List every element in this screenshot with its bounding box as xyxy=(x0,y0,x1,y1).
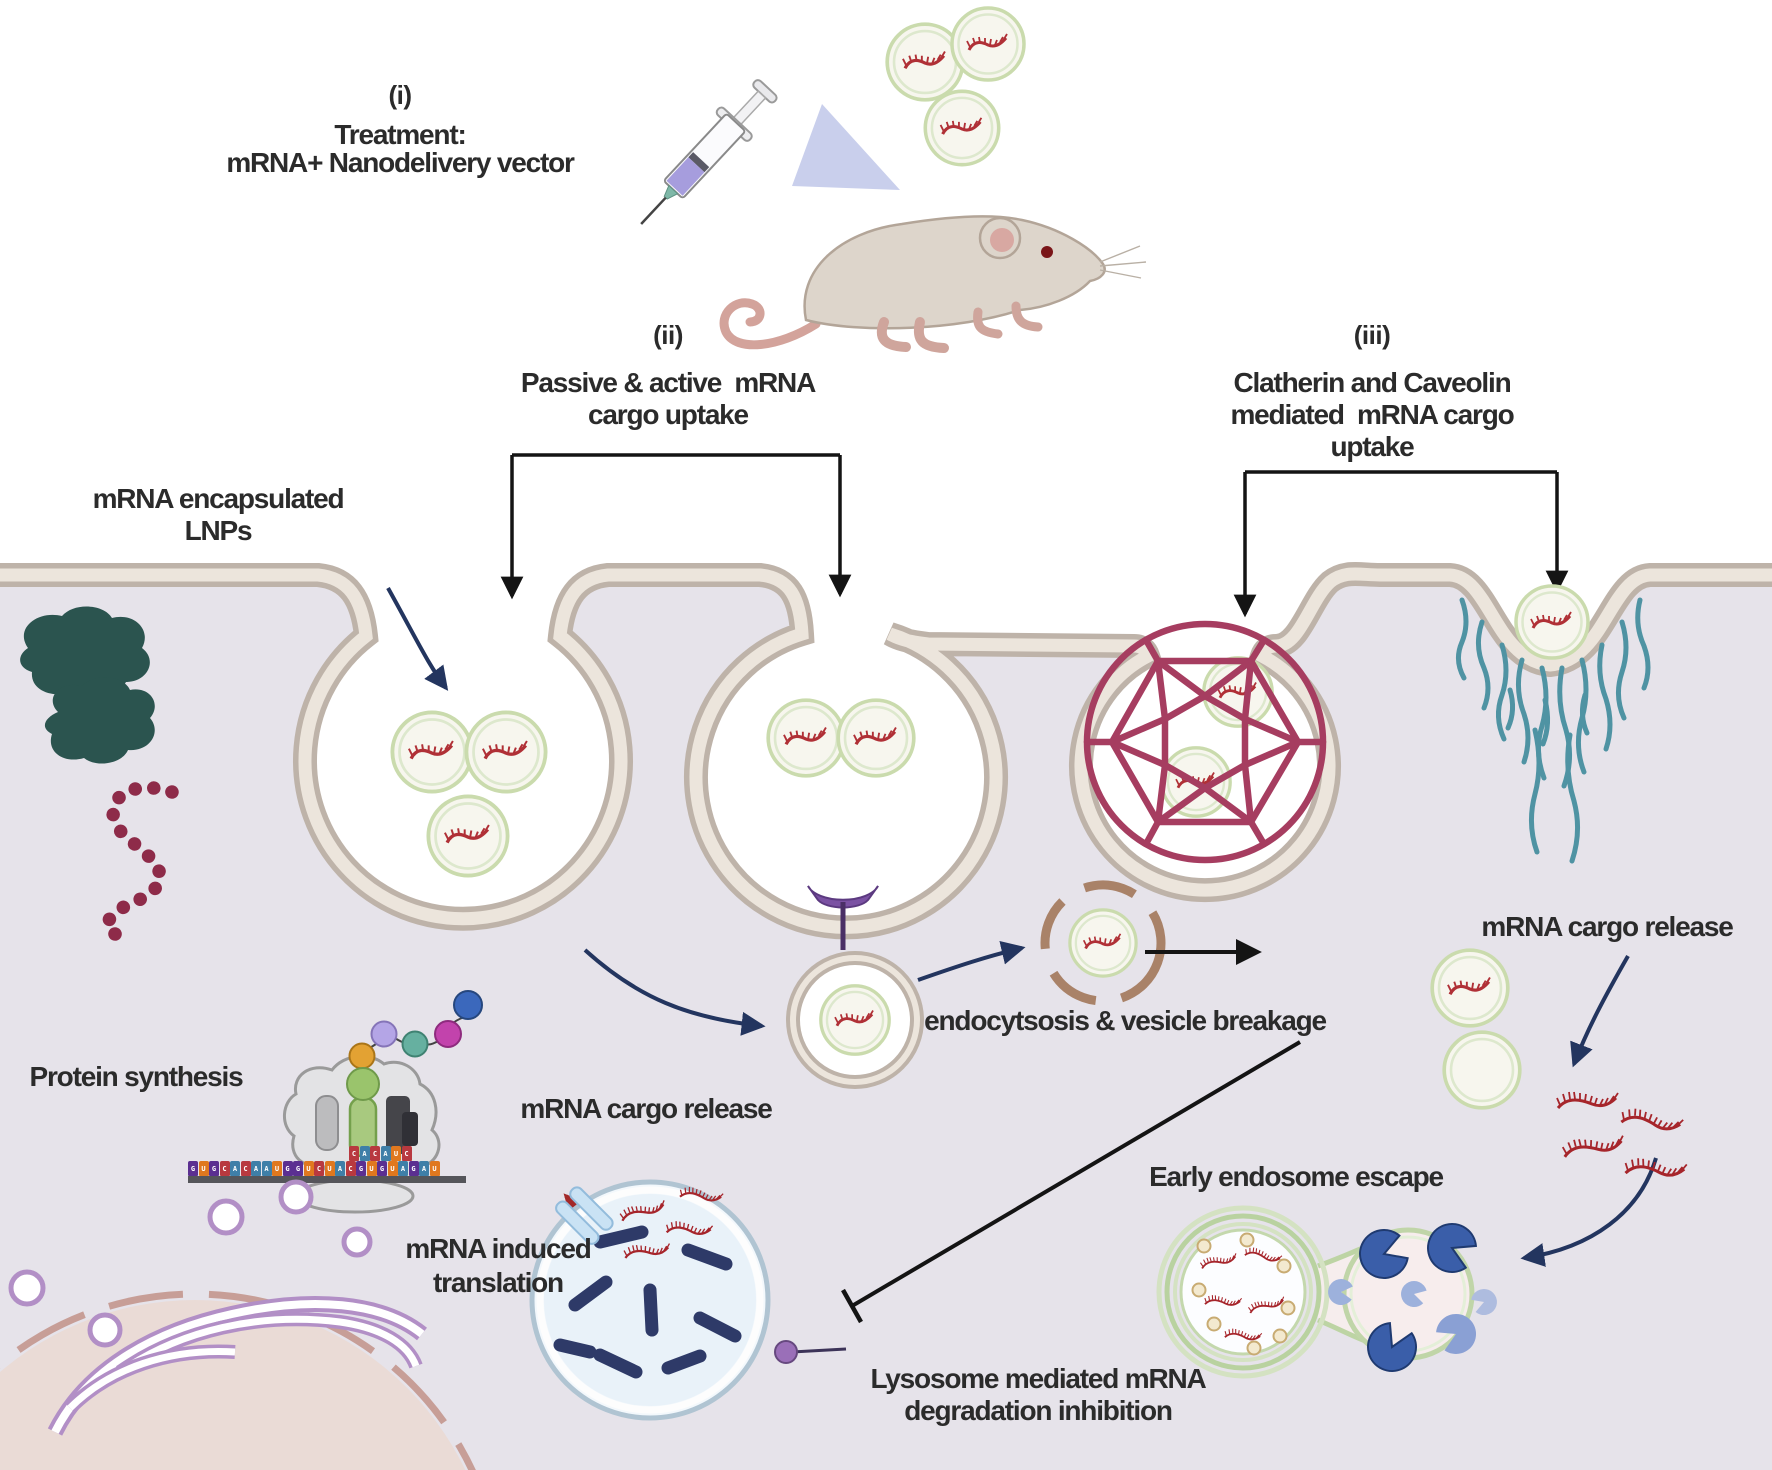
inhibition-bar xyxy=(841,1040,1302,1324)
mouse-leg xyxy=(1011,301,1043,332)
nucleotide-tile: A xyxy=(380,1146,391,1161)
arrow-cargo-release-right xyxy=(1570,955,1630,1068)
endoplasmic-reticulum xyxy=(8,1179,427,1436)
mouse-illustration xyxy=(719,215,1147,353)
nucleotide-tile: C xyxy=(345,1161,356,1176)
nucleotide-tile: A xyxy=(230,1161,240,1176)
step1-title: Treatment: xyxy=(334,119,466,150)
nucleotide-tile: C xyxy=(219,1161,230,1176)
nucleotide-tile: G xyxy=(188,1161,198,1176)
protein-bead-chain xyxy=(101,781,179,942)
nucleotide-tile: A xyxy=(251,1161,261,1176)
nucleotide-tile: C xyxy=(240,1161,251,1176)
lysosome-enzyme-rods xyxy=(553,1225,742,1379)
golgi-body xyxy=(20,606,155,764)
mouse-tail xyxy=(719,298,821,350)
probe-pin-icon xyxy=(774,1340,847,1364)
endocytosis-label: endocytsosis & vesicle breakage xyxy=(924,1005,1327,1036)
uptake-bracket-iii xyxy=(1233,470,1569,618)
step2-numeral: (ii) xyxy=(653,320,683,350)
nucleotide-tile: U xyxy=(324,1161,335,1176)
early-endosome-icon xyxy=(1156,1205,1497,1379)
arrow-into-pocket1 xyxy=(386,587,449,691)
translation-label-line1: mRNA induced xyxy=(405,1233,591,1264)
caveolae-lnp xyxy=(1514,584,1590,660)
nucleotide-tile: A xyxy=(335,1161,345,1176)
nucleotide-tile: A xyxy=(359,1146,370,1161)
mouse-eye xyxy=(1041,246,1053,258)
cell-membrane-core xyxy=(0,567,1772,934)
nucleotide-tile: C xyxy=(349,1146,359,1161)
nucleotide-tile: G xyxy=(282,1161,293,1176)
early-endosome-label: Early endosome escape xyxy=(1149,1161,1444,1192)
lysosome-icon xyxy=(529,1179,847,1421)
top-lnps xyxy=(885,6,1026,167)
lnp-label-line2: LNPs xyxy=(184,515,253,546)
step1-desc: mRNA+ Nanodelivery vector xyxy=(226,147,575,178)
nucleotide-tile: C xyxy=(314,1161,324,1176)
pocket1-lnps xyxy=(390,710,548,878)
mouse-leg xyxy=(876,317,911,352)
amino-acid-chain xyxy=(346,990,483,1101)
nucleotide-tile: U xyxy=(387,1161,398,1176)
nucleotide-tile: A xyxy=(261,1161,272,1176)
lnp-label-line1: mRNA encapsulated xyxy=(92,483,345,514)
nucleotide-tile: U xyxy=(198,1161,209,1176)
protein-synthesis-label: Protein synthesis xyxy=(29,1061,243,1092)
caveolin-fibers-icon xyxy=(1456,597,1651,864)
nucleotide-tile: C xyxy=(401,1146,412,1161)
cargo-release-right-label: mRNA cargo release xyxy=(1481,911,1733,942)
lysosome-label-line1: Lysosome mediated mRNA xyxy=(870,1363,1206,1394)
nucleotide-tile: U xyxy=(303,1161,314,1176)
nucleotide-tile: U xyxy=(272,1161,282,1176)
nucleotide-tile: G xyxy=(356,1161,366,1176)
translation-label-line2: translation xyxy=(433,1267,564,1298)
mouse-body xyxy=(803,215,1106,330)
step3-desc-line3: uptake xyxy=(1330,431,1414,462)
nucleotide-tile: U xyxy=(429,1161,440,1176)
step2-desc-line2: cargo uptake xyxy=(588,399,749,430)
uptake-bracket-ii xyxy=(500,453,852,600)
nuclear-envelope xyxy=(0,1290,505,1470)
arrow-to-vesicle xyxy=(583,948,766,1036)
nucleotide-tile: G xyxy=(293,1161,303,1176)
enzyme-pacman xyxy=(1328,1223,1497,1372)
step1-numeral: (i) xyxy=(388,80,412,110)
arrow-to-breakage xyxy=(917,940,1026,982)
syringe-icon xyxy=(640,79,778,225)
step3-desc-line1: Clatherin and Caveolin xyxy=(1233,367,1512,398)
nucleotide-tile: U xyxy=(366,1161,377,1176)
mrna-backbone xyxy=(188,1176,466,1183)
mouse-leg xyxy=(973,307,1003,339)
clathrin-cage-icon xyxy=(1083,620,1327,864)
mouse-ear-inner xyxy=(990,228,1014,252)
nucleotide-tile: A xyxy=(398,1161,408,1176)
flow-arrows xyxy=(386,587,1658,1324)
pocket2-lnps xyxy=(766,698,916,778)
injection-callout-triangle xyxy=(792,104,900,190)
nucleotide-tile: C xyxy=(370,1146,380,1161)
step2-desc-line1: Passive & active mRNA xyxy=(520,367,816,398)
mouse-whiskers xyxy=(1099,245,1147,279)
step3-desc-line2: mediated mRNA cargo xyxy=(1230,399,1514,430)
membrane-pore-icon xyxy=(555,1186,614,1245)
cargo-release-center-label: mRNA cargo release xyxy=(520,1093,772,1124)
nucleotide-tile: U xyxy=(391,1146,401,1161)
nucleotide-tile: G xyxy=(377,1161,387,1176)
nucleotide-tile: A xyxy=(419,1161,429,1176)
arrow-to-endosome xyxy=(1520,1157,1658,1267)
lysosome-label-line2: degradation inhibition xyxy=(904,1395,1173,1426)
step3-numeral: (iii) xyxy=(1353,320,1391,350)
nucleotide-tile: G xyxy=(408,1161,419,1176)
mouse-leg xyxy=(913,317,949,353)
endosome-dots xyxy=(1191,1232,1296,1356)
breaking-vesicle xyxy=(1040,880,1166,1006)
ribosome-small-subunit xyxy=(295,1178,415,1214)
endocytic-vesicle xyxy=(786,951,924,1089)
nucleotide-tile: G xyxy=(209,1161,219,1176)
receptor-icon xyxy=(807,885,879,950)
